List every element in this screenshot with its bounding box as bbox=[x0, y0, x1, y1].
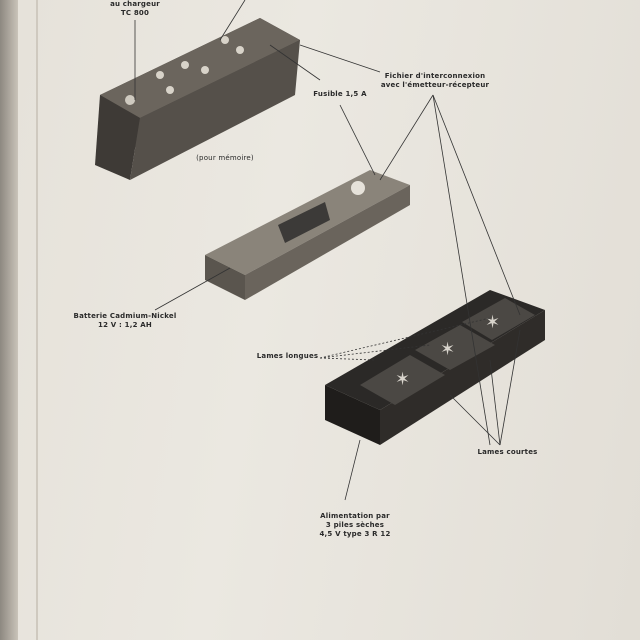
short-blades-label: Lames courtes bbox=[477, 448, 538, 456]
dry-cell-pack-image: ✶ ✶ ✶ bbox=[325, 290, 545, 445]
battery-label-line2: 12 V : 1,2 AH bbox=[98, 321, 152, 329]
charger-unit-image bbox=[95, 18, 300, 180]
battery-label-line1: Batterie Cadmium-Nickel bbox=[73, 312, 177, 320]
svg-text:✶: ✶ bbox=[485, 312, 500, 333]
memo-label: (pour mémoire) bbox=[196, 154, 254, 162]
svg-text:✶: ✶ bbox=[440, 339, 455, 360]
connector-label-line2: avec l'émetteur-récepteur bbox=[380, 81, 490, 89]
charger-model-label: TC 800 bbox=[120, 9, 150, 17]
page-edge bbox=[36, 0, 38, 640]
charger-label-line1: au chargeur bbox=[110, 0, 160, 8]
long-blades-label: Lames longues bbox=[256, 352, 319, 360]
book-binding bbox=[0, 0, 18, 640]
supply-label-line2: 3 piles sèches bbox=[325, 521, 385, 529]
supply-label-line3: 4,5 V type 3 R 12 bbox=[319, 530, 391, 538]
battery-image bbox=[205, 170, 410, 300]
leader-lines bbox=[134, 0, 521, 501]
supply-label-line1: Alimentation par bbox=[320, 512, 390, 520]
fuse-label: Fusible 1,5 A bbox=[313, 90, 367, 98]
connector-label-line1: Fichier d'interconnexion bbox=[384, 72, 486, 80]
svg-text:✶: ✶ bbox=[395, 369, 410, 390]
